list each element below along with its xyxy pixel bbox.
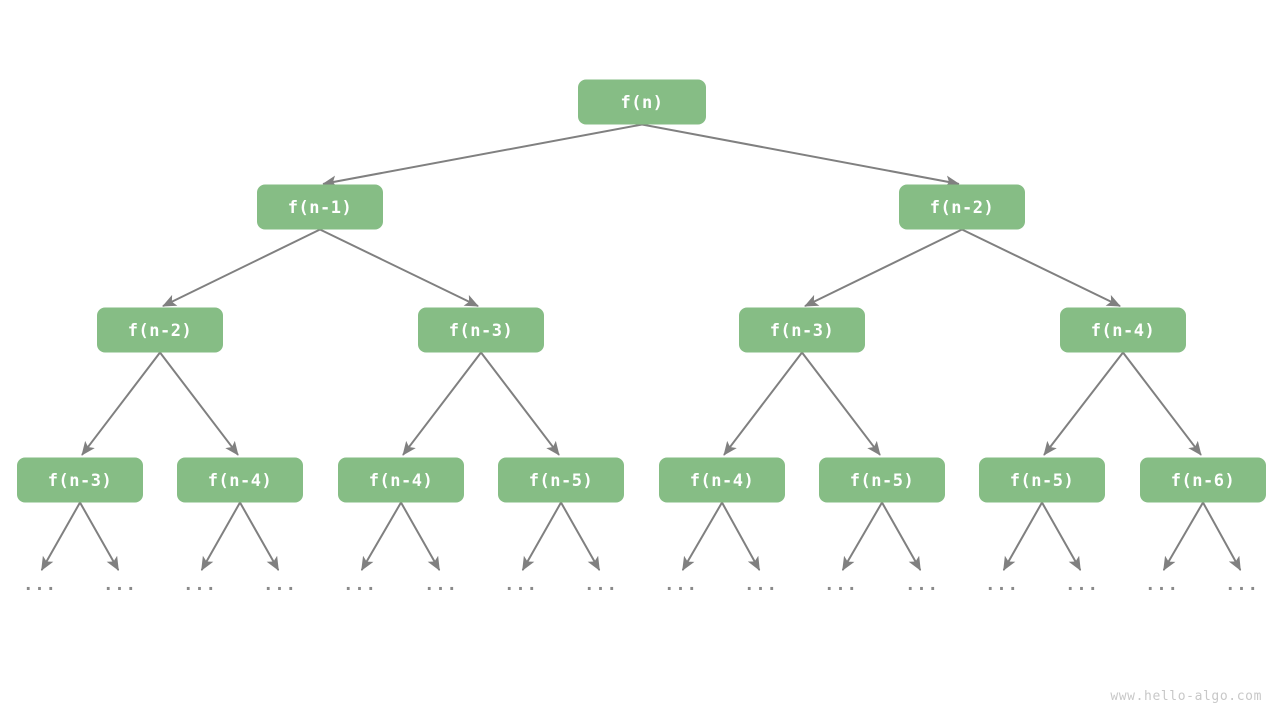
tree-node-box (899, 184, 1025, 230)
tree-ellipsis: ... (183, 575, 217, 595)
tree-edge (159, 351, 239, 456)
tree-node: f(n-3) (418, 307, 544, 353)
tree-edge (1202, 501, 1242, 571)
tree-node-box (659, 457, 785, 503)
tree-edge (1122, 351, 1202, 456)
tree-node: f(n-4) (177, 457, 303, 503)
tree-edge (400, 501, 441, 571)
tree-ellipsis: ... (1145, 575, 1179, 595)
tree-node: f(n-5) (498, 457, 624, 503)
tree-ellipsis: ... (985, 575, 1019, 595)
tree-node-box (498, 457, 624, 503)
tree-edge (804, 228, 963, 307)
tree-node-box (578, 79, 706, 125)
tree-ellipsis: ... (744, 575, 778, 595)
tree-edge (79, 501, 120, 571)
tree-node: f(n-3) (739, 307, 865, 353)
tree-node-box (97, 307, 223, 353)
tree-node-box (418, 307, 544, 353)
tree-node-box (338, 457, 464, 503)
tree-ellipsis: ... (263, 575, 297, 595)
tree-node-box (1060, 307, 1186, 353)
tree-node-label: f(n-3) (48, 471, 112, 491)
tree-node: f(n-2) (97, 307, 223, 353)
tree-ellipsis: ... (1225, 575, 1259, 595)
tree-node-label: f(n-5) (1010, 471, 1074, 491)
tree-edge (162, 228, 321, 307)
ellipsis-layer: ........................................… (23, 575, 1259, 595)
tree-edge (1043, 351, 1124, 456)
tree-node: f(n-1) (257, 184, 383, 230)
tree-edge (842, 501, 883, 571)
tree-node-box (257, 184, 383, 230)
tree-node-box (979, 457, 1105, 503)
tree-ellipsis: ... (1065, 575, 1099, 595)
tree-node: f(n-6) (1140, 457, 1266, 503)
tree-edge (1163, 501, 1204, 571)
tree-node-box (739, 307, 865, 353)
tree-edge (361, 501, 402, 571)
tree-ellipsis: ... (504, 575, 538, 595)
tree-node-label: f(n) (621, 93, 664, 113)
tree-ellipsis: ... (824, 575, 858, 595)
tree-node: f(n-5) (979, 457, 1105, 503)
tree-edge (81, 351, 161, 456)
tree-ellipsis: ... (424, 575, 458, 595)
tree-node-label: f(n-5) (850, 471, 914, 491)
tree-ellipsis: ... (584, 575, 618, 595)
tree-edge (480, 351, 560, 456)
tree-ellipsis: ... (23, 575, 57, 595)
tree-node-box (177, 457, 303, 503)
watermark: www.hello-algo.com (1110, 689, 1262, 704)
tree-node: f(n-2) (899, 184, 1025, 230)
tree-edge (881, 501, 922, 571)
tree-edge (801, 351, 881, 456)
tree-node-label: f(n-1) (288, 198, 352, 218)
tree-node-box (17, 457, 143, 503)
tree-node: f(n-3) (17, 457, 143, 503)
tree-ellipsis: ... (103, 575, 137, 595)
tree-edge (641, 123, 960, 188)
tree-node-label: f(n-3) (449, 321, 513, 341)
tree-edge (682, 501, 723, 571)
nodes-layer: f(n) f(n-1) f(n-2) f(n-2) f(n-3) f(n-3) f(n-4)… (17, 79, 1266, 503)
tree-node: f(n-4) (1060, 307, 1186, 353)
tree-edge (322, 123, 643, 188)
tree-edge (40, 501, 81, 571)
tree-node-label: f(n-4) (1091, 321, 1155, 341)
tree-edge (1002, 501, 1043, 571)
tree-node: f(n-5) (819, 457, 945, 503)
tree-edge (1041, 501, 1082, 571)
tree-edge (521, 501, 562, 571)
tree-edge (319, 228, 479, 307)
tree-edge (239, 501, 280, 571)
tree-edge (560, 501, 601, 571)
tree-node-label: f(n-4) (369, 471, 433, 491)
tree-ellipsis: ... (343, 575, 377, 595)
tree-node-label: f(n-4) (690, 471, 754, 491)
tree-node-label: f(n-6) (1171, 471, 1235, 491)
edges-layer (40, 123, 1242, 571)
tree-edge (200, 501, 241, 571)
tree-node: f(n-4) (338, 457, 464, 503)
tree-node-label: f(n-2) (128, 321, 192, 341)
tree-edge (723, 351, 803, 456)
tree-edge (721, 501, 761, 571)
tree-node-label: f(n-2) (930, 198, 994, 218)
tree-edge (961, 228, 1121, 307)
tree-node-label: f(n-5) (529, 471, 593, 491)
tree-node-label: f(n-3) (770, 321, 834, 341)
tree-node-label: f(n-4) (208, 471, 272, 491)
tree-ellipsis: ... (905, 575, 939, 595)
tree-node-box (1140, 457, 1266, 503)
tree-ellipsis: ... (664, 575, 698, 595)
tree-node: f(n) (578, 79, 706, 125)
tree-edge (402, 351, 482, 456)
tree-node: f(n-4) (659, 457, 785, 503)
tree-node-box (819, 457, 945, 503)
